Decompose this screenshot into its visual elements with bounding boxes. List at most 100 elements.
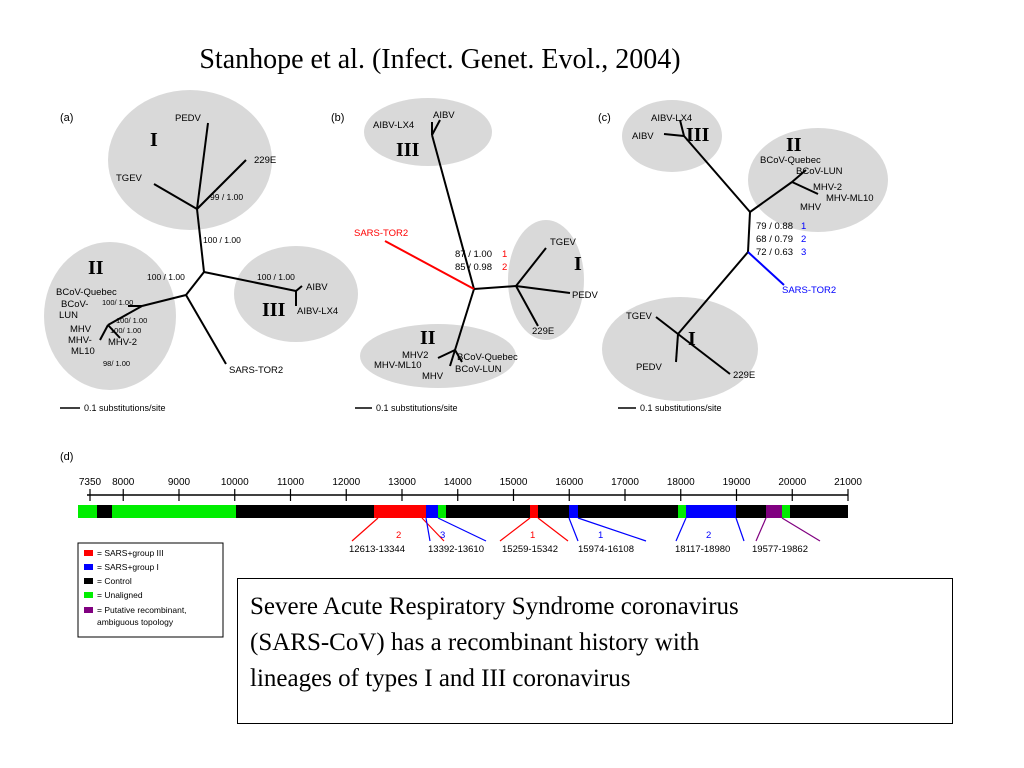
clade-ellipse — [360, 324, 516, 388]
axis-tick-label: 11000 — [277, 477, 305, 488]
taxon-label: 229E — [532, 326, 554, 337]
taxon-label: MHV-2 — [108, 337, 137, 348]
support-value: 100/ 1.00 — [102, 298, 133, 307]
support-value: 99 / 1.00 — [210, 192, 243, 202]
axis-tick-label: 21000 — [834, 477, 862, 488]
taxon-label: BCoV- — [61, 299, 88, 310]
taxon-label: AIBV — [306, 282, 328, 293]
bar-segment — [426, 505, 438, 518]
tree-branches — [655, 119, 819, 375]
legend-swatch — [84, 607, 93, 613]
taxon-label: BCoV-Quebec — [760, 155, 821, 166]
axis-tick-label: 8000 — [112, 477, 135, 488]
taxon-label: BCoV-LUN — [455, 364, 502, 375]
caption-line: Severe Acute Respiratory Syndrome corona… — [250, 593, 739, 620]
support-value: 68 / 0.79 — [756, 234, 793, 245]
clade-label: III — [262, 299, 286, 321]
axis-tick-label: 12000 — [332, 477, 360, 488]
region-range: 15974-16108 — [578, 544, 634, 555]
sars-branch — [747, 251, 785, 286]
bar-segment — [790, 505, 848, 518]
taxon-label: PEDV — [636, 362, 663, 373]
clade-ellipse — [622, 100, 722, 172]
bar-segment — [766, 505, 782, 518]
axis-tick-label: 10000 — [221, 477, 249, 488]
caption-box: Severe Acute Respiratory Syndrome corona… — [237, 578, 953, 724]
support-index: 3 — [801, 247, 806, 258]
bar-segment — [530, 505, 538, 518]
taxon-label: SARS-TOR2 — [354, 228, 408, 239]
clade-label: II — [786, 134, 802, 156]
bar-segment — [97, 505, 112, 518]
axis-tick-label: 15000 — [500, 477, 528, 488]
tree-branches — [431, 119, 571, 367]
taxon-label: MHV-2 — [813, 182, 842, 193]
panel-d-label: (d) — [60, 451, 73, 463]
genome-bar — [78, 505, 848, 518]
taxon-label: MHV2 — [402, 350, 428, 361]
axis-tick-label: 16000 — [555, 477, 583, 488]
clade-label: I — [150, 129, 158, 151]
bar-segment — [236, 505, 320, 518]
legend-label: = Putative recombinant, — [97, 605, 187, 615]
bar-segment — [736, 505, 766, 518]
tree-branches — [99, 122, 303, 365]
support-index: 1 — [502, 249, 507, 260]
taxon-label: AIBV — [632, 131, 654, 142]
clade-label: III — [396, 139, 420, 161]
clade-label: I — [688, 328, 696, 350]
taxon-label: SARS-TOR2 — [782, 285, 836, 296]
legend-label: = Unaligned — [97, 590, 143, 600]
taxon-label: AIBV-LX4 — [373, 120, 414, 131]
clade-ellipse — [602, 297, 758, 401]
region-range: 18117-18980 — [675, 544, 730, 555]
legend-label: = SARS+group I — [97, 562, 159, 572]
region-number: 1 — [530, 530, 535, 541]
support-value: 72 / 0.63 — [756, 247, 793, 258]
panel-a-label: (a) — [60, 112, 73, 124]
taxon-label: AIBV — [433, 110, 455, 121]
axis-tick-label: 20000 — [778, 477, 806, 488]
taxon-label: BCoV-Quebec — [56, 287, 117, 298]
region-number: 2 — [706, 530, 711, 541]
support-index: 2 — [502, 262, 507, 273]
clade-ellipse — [508, 220, 584, 340]
taxon-label: AIBV-LX4 — [651, 113, 692, 124]
scale-label: 0.1 substitutions/site — [84, 403, 166, 413]
scale-label: 0.1 substitutions/site — [640, 403, 722, 413]
support-index: 1 — [801, 221, 806, 232]
legend-box: = SARS+group III = SARS+group I = Contro… — [77, 542, 224, 638]
bar-segment — [578, 505, 678, 518]
region-numbers: 2 3 1 1 2 — [396, 530, 711, 541]
slide-title: Stanhope et al. (Infect. Genet. Evol., 2… — [199, 44, 681, 75]
taxon-label: MHV- — [68, 335, 92, 346]
taxon-label: 229E — [254, 155, 276, 166]
panel-a: (a) I II III PEDV 229E — [44, 90, 358, 413]
clade-label: II — [420, 327, 436, 349]
legend-swatch — [84, 592, 93, 598]
axis-tick-label: 13000 — [388, 477, 416, 488]
region-leaders — [351, 517, 821, 542]
legend-swatch — [84, 578, 93, 584]
axis-tick-label: 18000 — [667, 477, 695, 488]
taxon-label: MHV — [422, 371, 444, 382]
support-index: 2 — [801, 234, 806, 245]
axis-tick-label: 14000 — [444, 477, 472, 488]
bar-segment — [446, 505, 530, 518]
caption-line: (SARS-CoV) has a recombinant history wit… — [250, 629, 700, 656]
region-ranges: 12613-13344 13392-13610 15259-15342 1597… — [349, 544, 808, 555]
panel-b: (b) III I II AIBV AIBV-LX4 SARS-TOR2 — [331, 98, 599, 413]
axis-tick-label: 7350 — [79, 477, 102, 488]
support-value: 100 / 1.00 — [257, 272, 295, 282]
taxon-label: TGEV — [626, 311, 653, 322]
bar-segment — [320, 505, 378, 518]
region-range: 13392-13610 — [428, 544, 484, 555]
bar-segment — [569, 505, 578, 518]
clade-label: II — [88, 257, 104, 279]
taxon-label: MHV — [800, 202, 822, 213]
taxon-label: PEDV — [175, 113, 202, 124]
panel-c: (c) III II I AIBV-LX4 AIBV BCoV-Quebec — [598, 100, 888, 413]
